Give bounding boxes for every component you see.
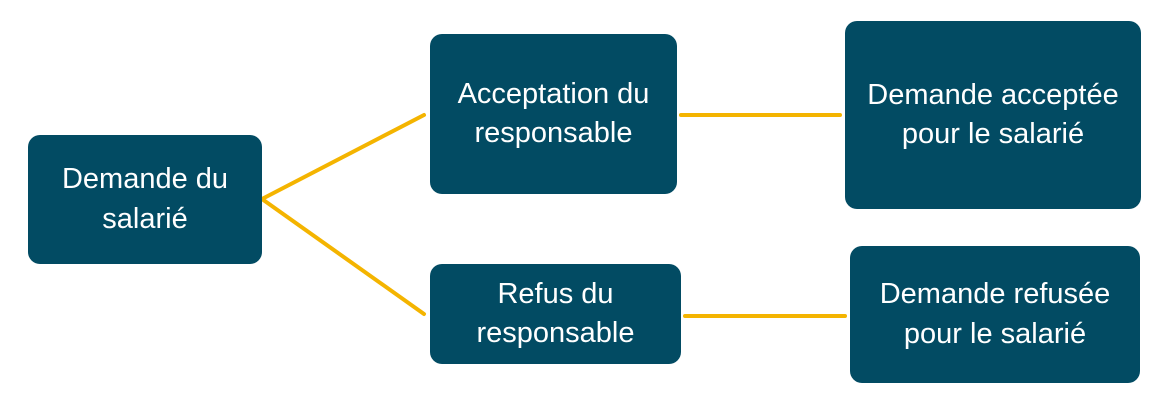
node-demande-acceptee-label: Demande acceptée pour le salarié <box>867 78 1119 150</box>
node-demande-salarie: Demande du salarié <box>28 135 262 264</box>
node-acceptation-responsable-label: Acceptation du responsable <box>457 77 650 149</box>
connector-root-accept <box>260 113 426 201</box>
node-refus-responsable: Refus du responsable <box>430 264 681 364</box>
node-acceptation-responsable: Acceptation du responsable <box>430 34 677 194</box>
node-refus-responsable-label: Refus du responsable <box>476 277 635 349</box>
node-demande-acceptee: Demande acceptée pour le salarié <box>845 21 1141 209</box>
node-demande-refusee: Demande refusée pour le salarié <box>850 246 1140 383</box>
node-demande-refusee-label: Demande refusée pour le salarié <box>879 278 1111 350</box>
connector-root-refuse <box>260 197 426 316</box>
node-demande-salarie-label: Demande du salarié <box>61 163 229 235</box>
